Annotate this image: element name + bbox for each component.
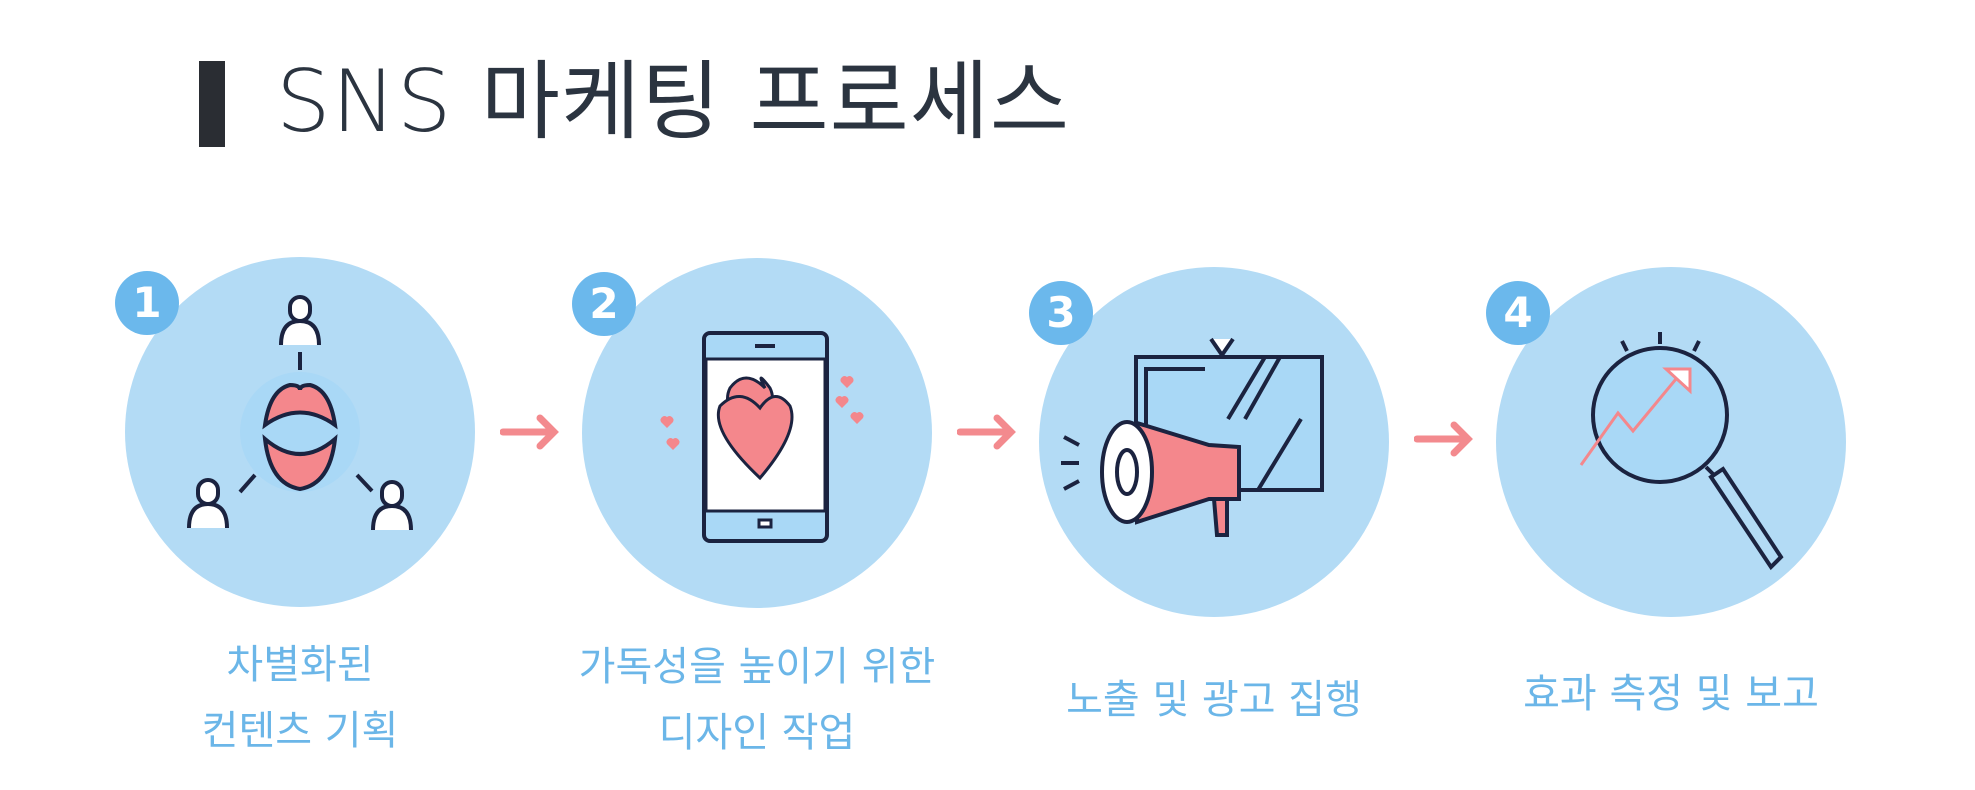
step-number-badge: 2: [572, 272, 636, 336]
step-1-label: 차별화된 컨텐츠 기획: [90, 632, 510, 764]
step-2-label: 가독성을 높이기 위한 디자인 작업: [547, 634, 967, 766]
step-4-label: 효과 측정 및 보고: [1461, 661, 1881, 727]
step-1: 1: [115, 257, 475, 607]
step-3-label: 노출 및 광고 집행: [1004, 667, 1424, 733]
arrow-right-icon: [1414, 421, 1473, 457]
page-title: SNS 마케팅 프로세스: [276, 52, 1071, 152]
arrow-right-icon: [957, 414, 1016, 450]
step-3: 3: [1029, 267, 1389, 617]
label-line: 컨텐츠 기획: [201, 708, 399, 754]
step-2: 2: [572, 258, 932, 608]
label-line: 디자인 작업: [658, 710, 856, 756]
speech-people-icon: [187, 295, 413, 531]
label-line: 노출 및 광고 집행: [1066, 677, 1362, 723]
phone-hearts-icon: [660, 331, 864, 543]
magnifier-chart-icon: [1579, 332, 1784, 571]
label-line: 차별화된: [226, 642, 374, 688]
step-number-badge: 4: [1486, 281, 1550, 345]
label-line: 효과 측정 및 보고: [1523, 671, 1819, 717]
step-4: 4: [1486, 267, 1846, 617]
step-number-badge: 3: [1029, 281, 1093, 345]
arrow-right-icon: [500, 414, 559, 450]
step-number-badge: 1: [115, 271, 179, 335]
title-bar-decoration: [199, 61, 225, 147]
megaphone-screen-icon: [1061, 337, 1324, 537]
label-line: 가독성을 높이기 위한: [578, 644, 936, 690]
